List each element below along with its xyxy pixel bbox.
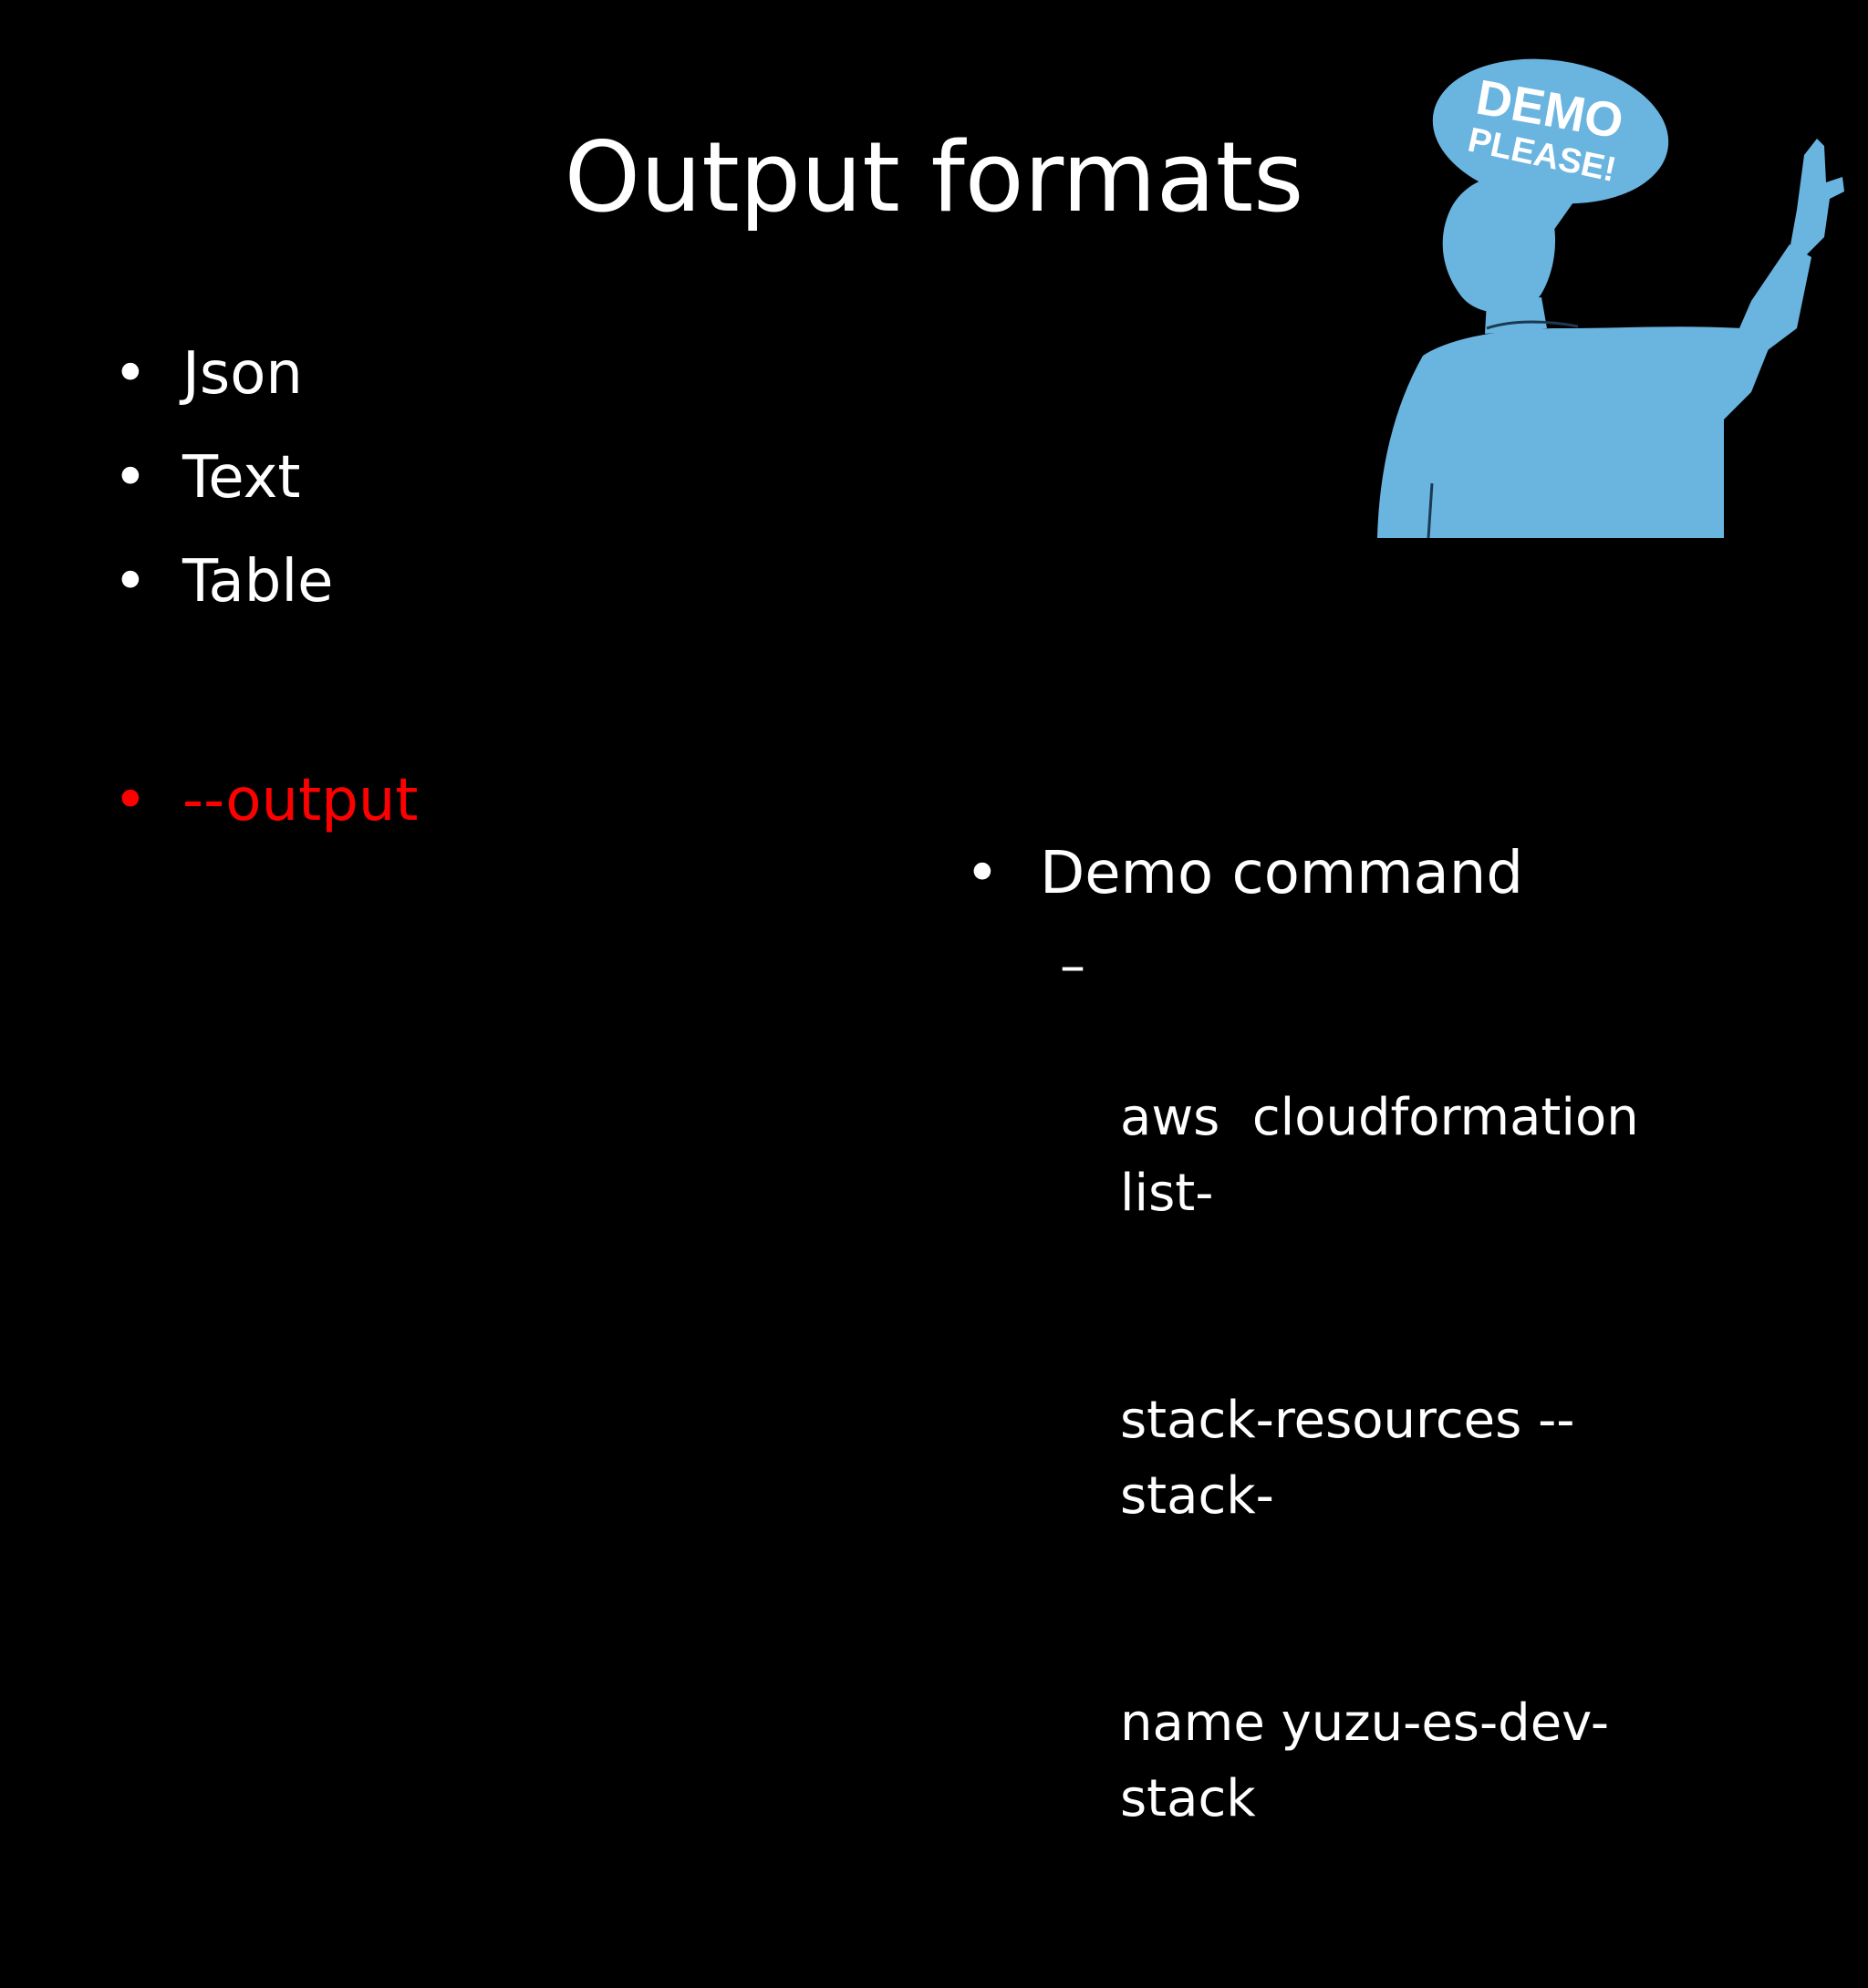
bullet-list: • Json • Text • Table <box>113 337 334 649</box>
bullet-label: Json <box>182 340 303 408</box>
demo-command-block: • Demo command – aws cloudformation list… <box>965 837 1841 1988</box>
command-text: aws cloudformation list- stack-resources… <box>1120 928 1704 1988</box>
command-line: name yuzu-es-dev-stack <box>1120 1693 1610 1828</box>
bullet-item-json: • Json <box>113 337 334 410</box>
bullet-item-demo-command: • Demo command <box>965 837 1841 910</box>
person-detail-lines <box>1427 320 1579 539</box>
bullet-marker: • <box>113 444 148 512</box>
command-line: stack-resources --stack- <box>1120 1391 1575 1526</box>
person-pointing-icon <box>1377 139 1844 538</box>
bullet-label: Text <box>182 444 301 512</box>
bullet-marker: • <box>113 767 148 834</box>
bullet-marker: • <box>965 840 1000 907</box>
sub-bullet-command: – aws cloudformation list- stack-resourc… <box>1060 928 1704 1988</box>
slide-title: Output formats <box>564 121 1304 233</box>
bullet-item-table: • Table <box>113 545 334 618</box>
demo-please-illustration: DEMO PLEASE! <box>1377 58 1844 539</box>
bullet-label: Demo command <box>1040 840 1523 907</box>
bullet-item-text: • Text <box>113 441 334 514</box>
slide: Output formats • Json • Text • Table • -… <box>113 58 1844 1828</box>
bullet-label: --output <box>182 767 419 834</box>
command-line: aws cloudformation list- <box>1120 1088 1655 1223</box>
bullet-marker: • <box>113 340 148 408</box>
bullet-marker: • <box>113 548 148 616</box>
sub-bullet-marker: – <box>1060 937 1085 996</box>
bullet-item-output-flag: • --output <box>113 764 418 837</box>
bullet-label: Table <box>182 548 334 616</box>
